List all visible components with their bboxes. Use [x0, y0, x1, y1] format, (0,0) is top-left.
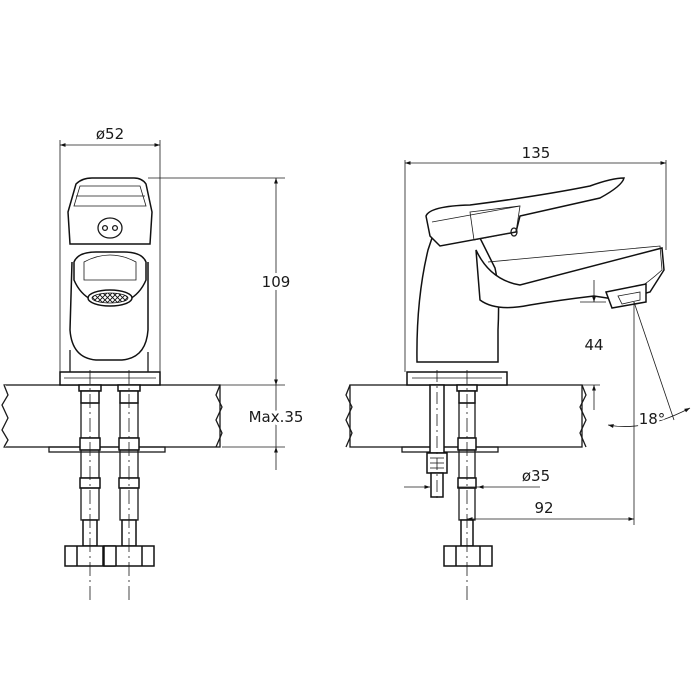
dim-diameter-thread-label: ø35	[522, 467, 550, 485]
base-ring-front	[59, 371, 161, 386]
dim-diameter-body-label: ø52	[96, 125, 124, 143]
dim-angle: 18°	[607, 301, 691, 525]
dim-height: 109	[148, 177, 293, 386]
dim-height-label: 109	[262, 273, 291, 291]
base-ring-side	[406, 371, 508, 386]
dim-length: 135	[404, 144, 667, 372]
supply-hoses-front	[64, 370, 155, 600]
dim-diameter-body: ø52	[59, 125, 161, 372]
countertop-section-front	[1, 384, 223, 453]
dim-reach-label: 92	[534, 499, 553, 517]
front-view: ø52 109 Max.35	[1, 125, 306, 600]
dim-spout-height: 44	[580, 280, 606, 410]
side-view: 135 44 18° ø35 92	[345, 144, 691, 600]
dim-angle-label: 18°	[639, 410, 666, 428]
dim-length-label: 135	[522, 144, 551, 162]
supply-hoses-side	[426, 370, 493, 600]
dim-spout-height-label: 44	[584, 336, 603, 354]
dim-max-thickness-label: Max.35	[249, 408, 304, 426]
faucet-body-front	[67, 177, 153, 372]
dim-diameter-thread: ø35	[404, 467, 550, 489]
faucet-body-side	[416, 177, 665, 363]
dim-reach: 92	[467, 499, 634, 521]
dim-max-thickness: Max.35	[222, 385, 306, 470]
